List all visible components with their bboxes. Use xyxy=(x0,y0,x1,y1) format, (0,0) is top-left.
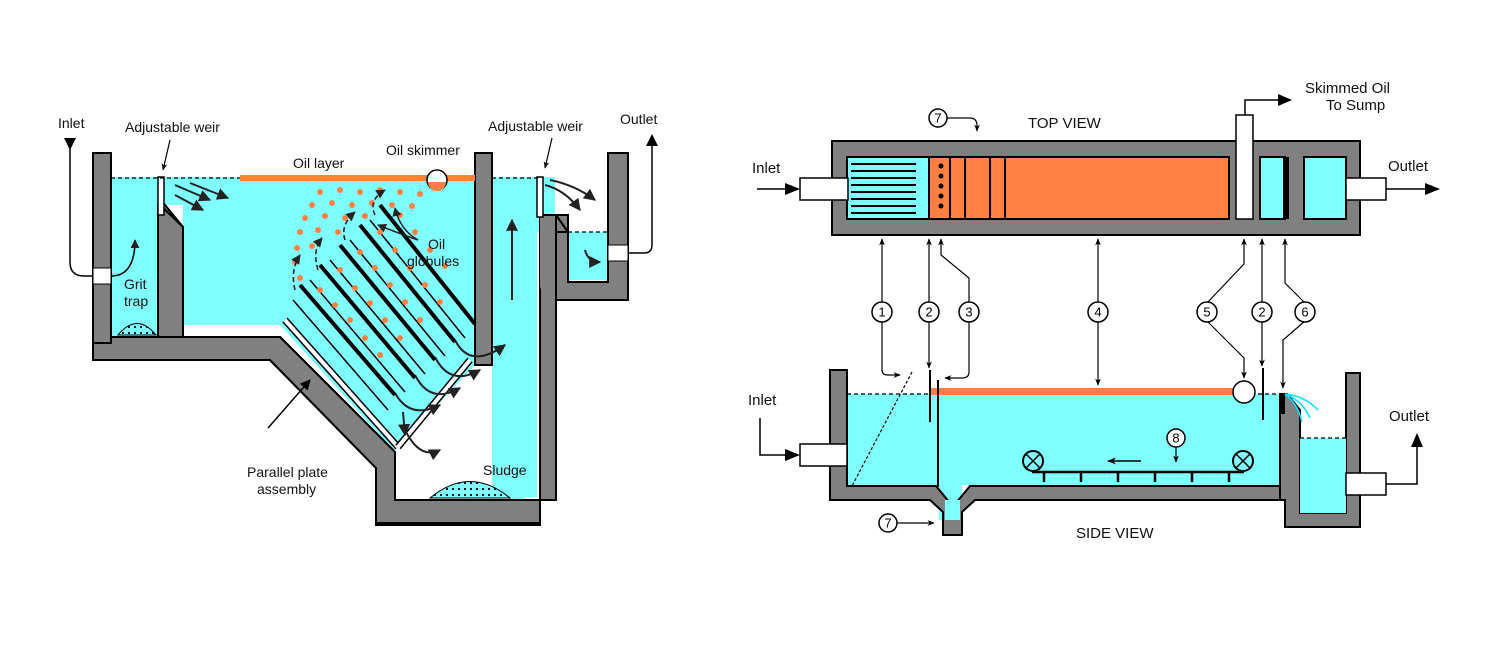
grit-trap-water xyxy=(111,177,158,337)
top-view-skimmer-pipe xyxy=(1235,114,1254,220)
inlet-wall xyxy=(92,152,112,344)
callout-connectors xyxy=(879,238,1306,389)
label-adjustable-weir-left: Adjustable weir xyxy=(125,119,220,135)
label-side-inlet: Inlet xyxy=(748,392,777,409)
label-sludge: Sludge xyxy=(483,462,527,478)
label-adjustable-weir-right: Adjustable weir xyxy=(488,118,583,134)
bottom-slab xyxy=(92,336,541,524)
svg-text:2: 2 xyxy=(925,305,932,320)
top-view-inlet-pipe xyxy=(799,177,849,201)
side-outlet-arrow-icon xyxy=(1411,433,1423,447)
side-view-diagram: 8 7 Inlet Outlet SIDE VIEW xyxy=(748,368,1430,542)
side-overflow-spray xyxy=(1284,393,1319,423)
collector-wheel-right-icon xyxy=(1232,450,1254,472)
top-inlet-arrow-icon xyxy=(785,183,800,195)
callout-1: 1 xyxy=(871,301,893,323)
label-parallel-plate-2: assembly xyxy=(257,481,316,497)
svg-text:1: 1 xyxy=(878,305,885,320)
callout-5: 5 xyxy=(1196,301,1218,323)
outlet-arrow-icon xyxy=(646,134,658,146)
side-view-water xyxy=(847,394,1285,520)
svg-text:7: 7 xyxy=(884,516,891,531)
callout-3: 3 xyxy=(958,301,980,323)
label-skimmed-oil-2: To Sump xyxy=(1326,97,1385,114)
left-separator-diagram: Inlet Adjustable weir Oil layer Oil skim… xyxy=(58,111,658,526)
svg-text:5: 5 xyxy=(1203,305,1210,320)
top-outlet-arrow-icon xyxy=(1425,183,1440,195)
top-view-weir-zone xyxy=(1259,156,1286,220)
outlet-pipe-opening xyxy=(607,244,629,262)
label-top-inlet: Inlet xyxy=(752,160,781,177)
plate-thin-lines xyxy=(292,219,466,411)
label-skimmed-oil-1: Skimmed Oil xyxy=(1305,80,1390,97)
plate-support-bottom xyxy=(283,318,400,449)
callout-circles: 1 2 3 4 5 2 6 xyxy=(871,301,1316,323)
svg-text:3: 3 xyxy=(965,305,972,320)
top-view-inlet-zone xyxy=(846,156,930,220)
side-view-outlet-pipe xyxy=(1345,472,1387,496)
inlet-arrow-icon xyxy=(64,138,76,150)
top-view-diffuser-lines xyxy=(851,163,916,214)
callout-2-left: 2 xyxy=(918,301,940,323)
parallel-plates xyxy=(298,203,477,397)
side-view-outlet-water xyxy=(1300,438,1346,513)
sludge-pile xyxy=(428,481,512,499)
baffle-wall xyxy=(474,152,493,366)
callout-2-right: 2 xyxy=(1251,301,1273,323)
label-inlet-left: Inlet xyxy=(58,115,85,131)
top-view-outlet-pipe xyxy=(1345,177,1387,201)
top-view-diagram: 7 TOP VIEW Inlet Outlet Skimmed Oil To S… xyxy=(752,80,1440,236)
grit-divider-wall xyxy=(157,204,184,338)
label-grit-trap-1: Grit xyxy=(124,276,147,292)
label-oil-globules-1: Oil xyxy=(428,236,445,252)
label-parallel-plate-1: Parallel plate xyxy=(247,464,328,480)
label-top-outlet: Outlet xyxy=(1388,158,1429,175)
side-diffuser-line xyxy=(851,371,913,487)
weir-wall xyxy=(539,214,557,501)
side-view-oil-layer xyxy=(930,388,1235,395)
svg-text:2: 2 xyxy=(1258,305,1265,320)
adjustable-weir-left xyxy=(157,176,165,216)
side-inlet-arrow-icon xyxy=(785,449,800,461)
adjustable-weir-right xyxy=(536,176,544,218)
svg-text:7: 7 xyxy=(934,111,941,126)
oil-layer xyxy=(240,175,475,181)
label-oil-layer: Oil layer xyxy=(293,155,345,171)
svg-text:4: 4 xyxy=(1094,305,1101,320)
callout-4: 4 xyxy=(1087,301,1109,323)
label-outlet-left: Outlet xyxy=(620,111,657,127)
callout-6: 6 xyxy=(1294,301,1316,323)
label-grit-trap-2: trap xyxy=(124,293,148,309)
label-oil-globules-2: globules xyxy=(407,253,459,269)
riser-water xyxy=(492,177,537,497)
label-side-view: SIDE VIEW xyxy=(1076,525,1154,542)
label-top-view: TOP VIEW xyxy=(1028,115,1102,132)
grit-pile xyxy=(116,323,158,336)
main-chamber-water xyxy=(158,177,555,500)
svg-text:6: 6 xyxy=(1301,305,1308,320)
collector-wheel-left-icon xyxy=(1022,450,1044,472)
top-view-dots xyxy=(938,163,944,209)
oil-globules xyxy=(292,187,448,358)
label-oil-skimmer: Oil skimmer xyxy=(386,142,460,158)
svg-text:8: 8 xyxy=(1172,431,1179,446)
side-view-inlet-pipe xyxy=(799,443,848,467)
side-view-skimmer-icon xyxy=(1232,380,1256,404)
label-side-outlet: Outlet xyxy=(1389,408,1430,425)
top-view-outlet-zone xyxy=(1303,156,1347,220)
skimmed-oil-arrow-icon xyxy=(1278,94,1292,106)
inlet-pipe-opening xyxy=(92,267,112,285)
flow-arrows xyxy=(174,179,602,461)
